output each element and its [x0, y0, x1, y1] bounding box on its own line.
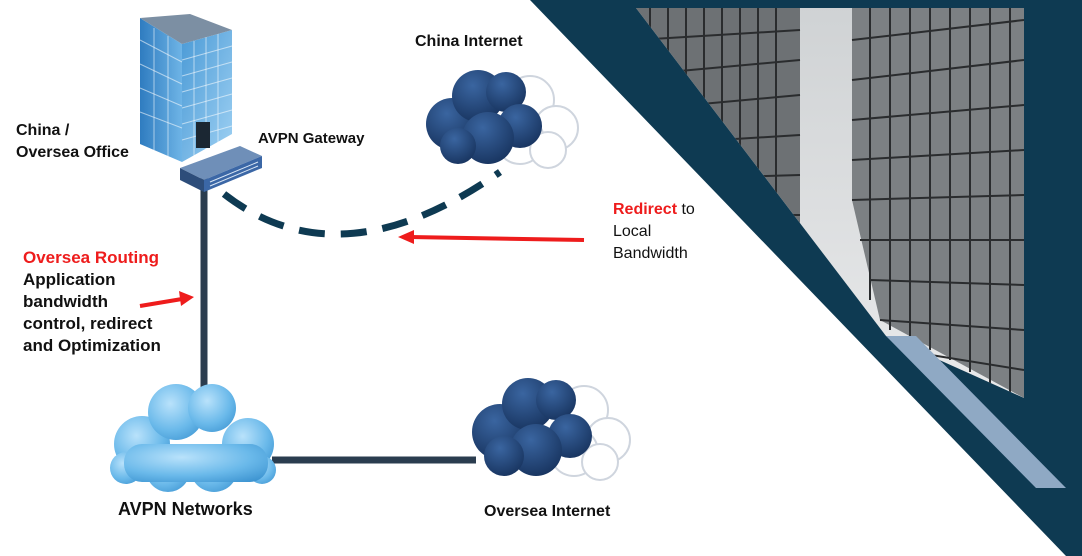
redirect-arrow: [398, 230, 585, 244]
gateway-label: AVPN Gateway: [258, 130, 365, 147]
office-label-line1: China /: [16, 122, 70, 139]
china-internet-label: China Internet: [415, 33, 523, 50]
redirect-note-line2: Local: [613, 223, 652, 240]
redirect-note-line1: Redirect to: [613, 199, 695, 221]
oversea-internet-cloud-icon: [472, 378, 631, 481]
office-label-line2: Oversea Office: [16, 144, 129, 161]
routing-arrow: [139, 291, 194, 308]
redirect-note-line3: Bandwidth: [613, 245, 688, 262]
routing-note-line5: and Optimization: [23, 336, 161, 355]
routing-note-line3: bandwidth: [23, 292, 108, 311]
routing-note-line4: control, redirect: [23, 314, 153, 333]
oversea-internet-label: Oversea Internet: [484, 503, 611, 520]
routing-note-line2: Application: [23, 270, 116, 289]
avpn-networks-cloud-icon: [110, 384, 276, 492]
redirect-note: Redirect to Local Bandwidth: [613, 199, 695, 265]
routing-highlight: Oversea Routing: [23, 248, 160, 267]
redirect-highlight: Redirect: [613, 201, 678, 218]
local-bandwidth-dashed-path: [221, 169, 503, 238]
office-label: China / Oversea Office: [16, 120, 129, 164]
routing-note: Oversea Routing Application bandwidth co…: [23, 247, 161, 357]
avpn-networks-label: AVPN Networks: [118, 499, 253, 519]
blue-stripe: [886, 336, 1066, 488]
china-internet-cloud-icon: [426, 70, 579, 169]
redirect-rest: to: [677, 201, 695, 218]
office-building-icon: [139, 14, 233, 162]
gateway-device-icon: [180, 146, 262, 192]
